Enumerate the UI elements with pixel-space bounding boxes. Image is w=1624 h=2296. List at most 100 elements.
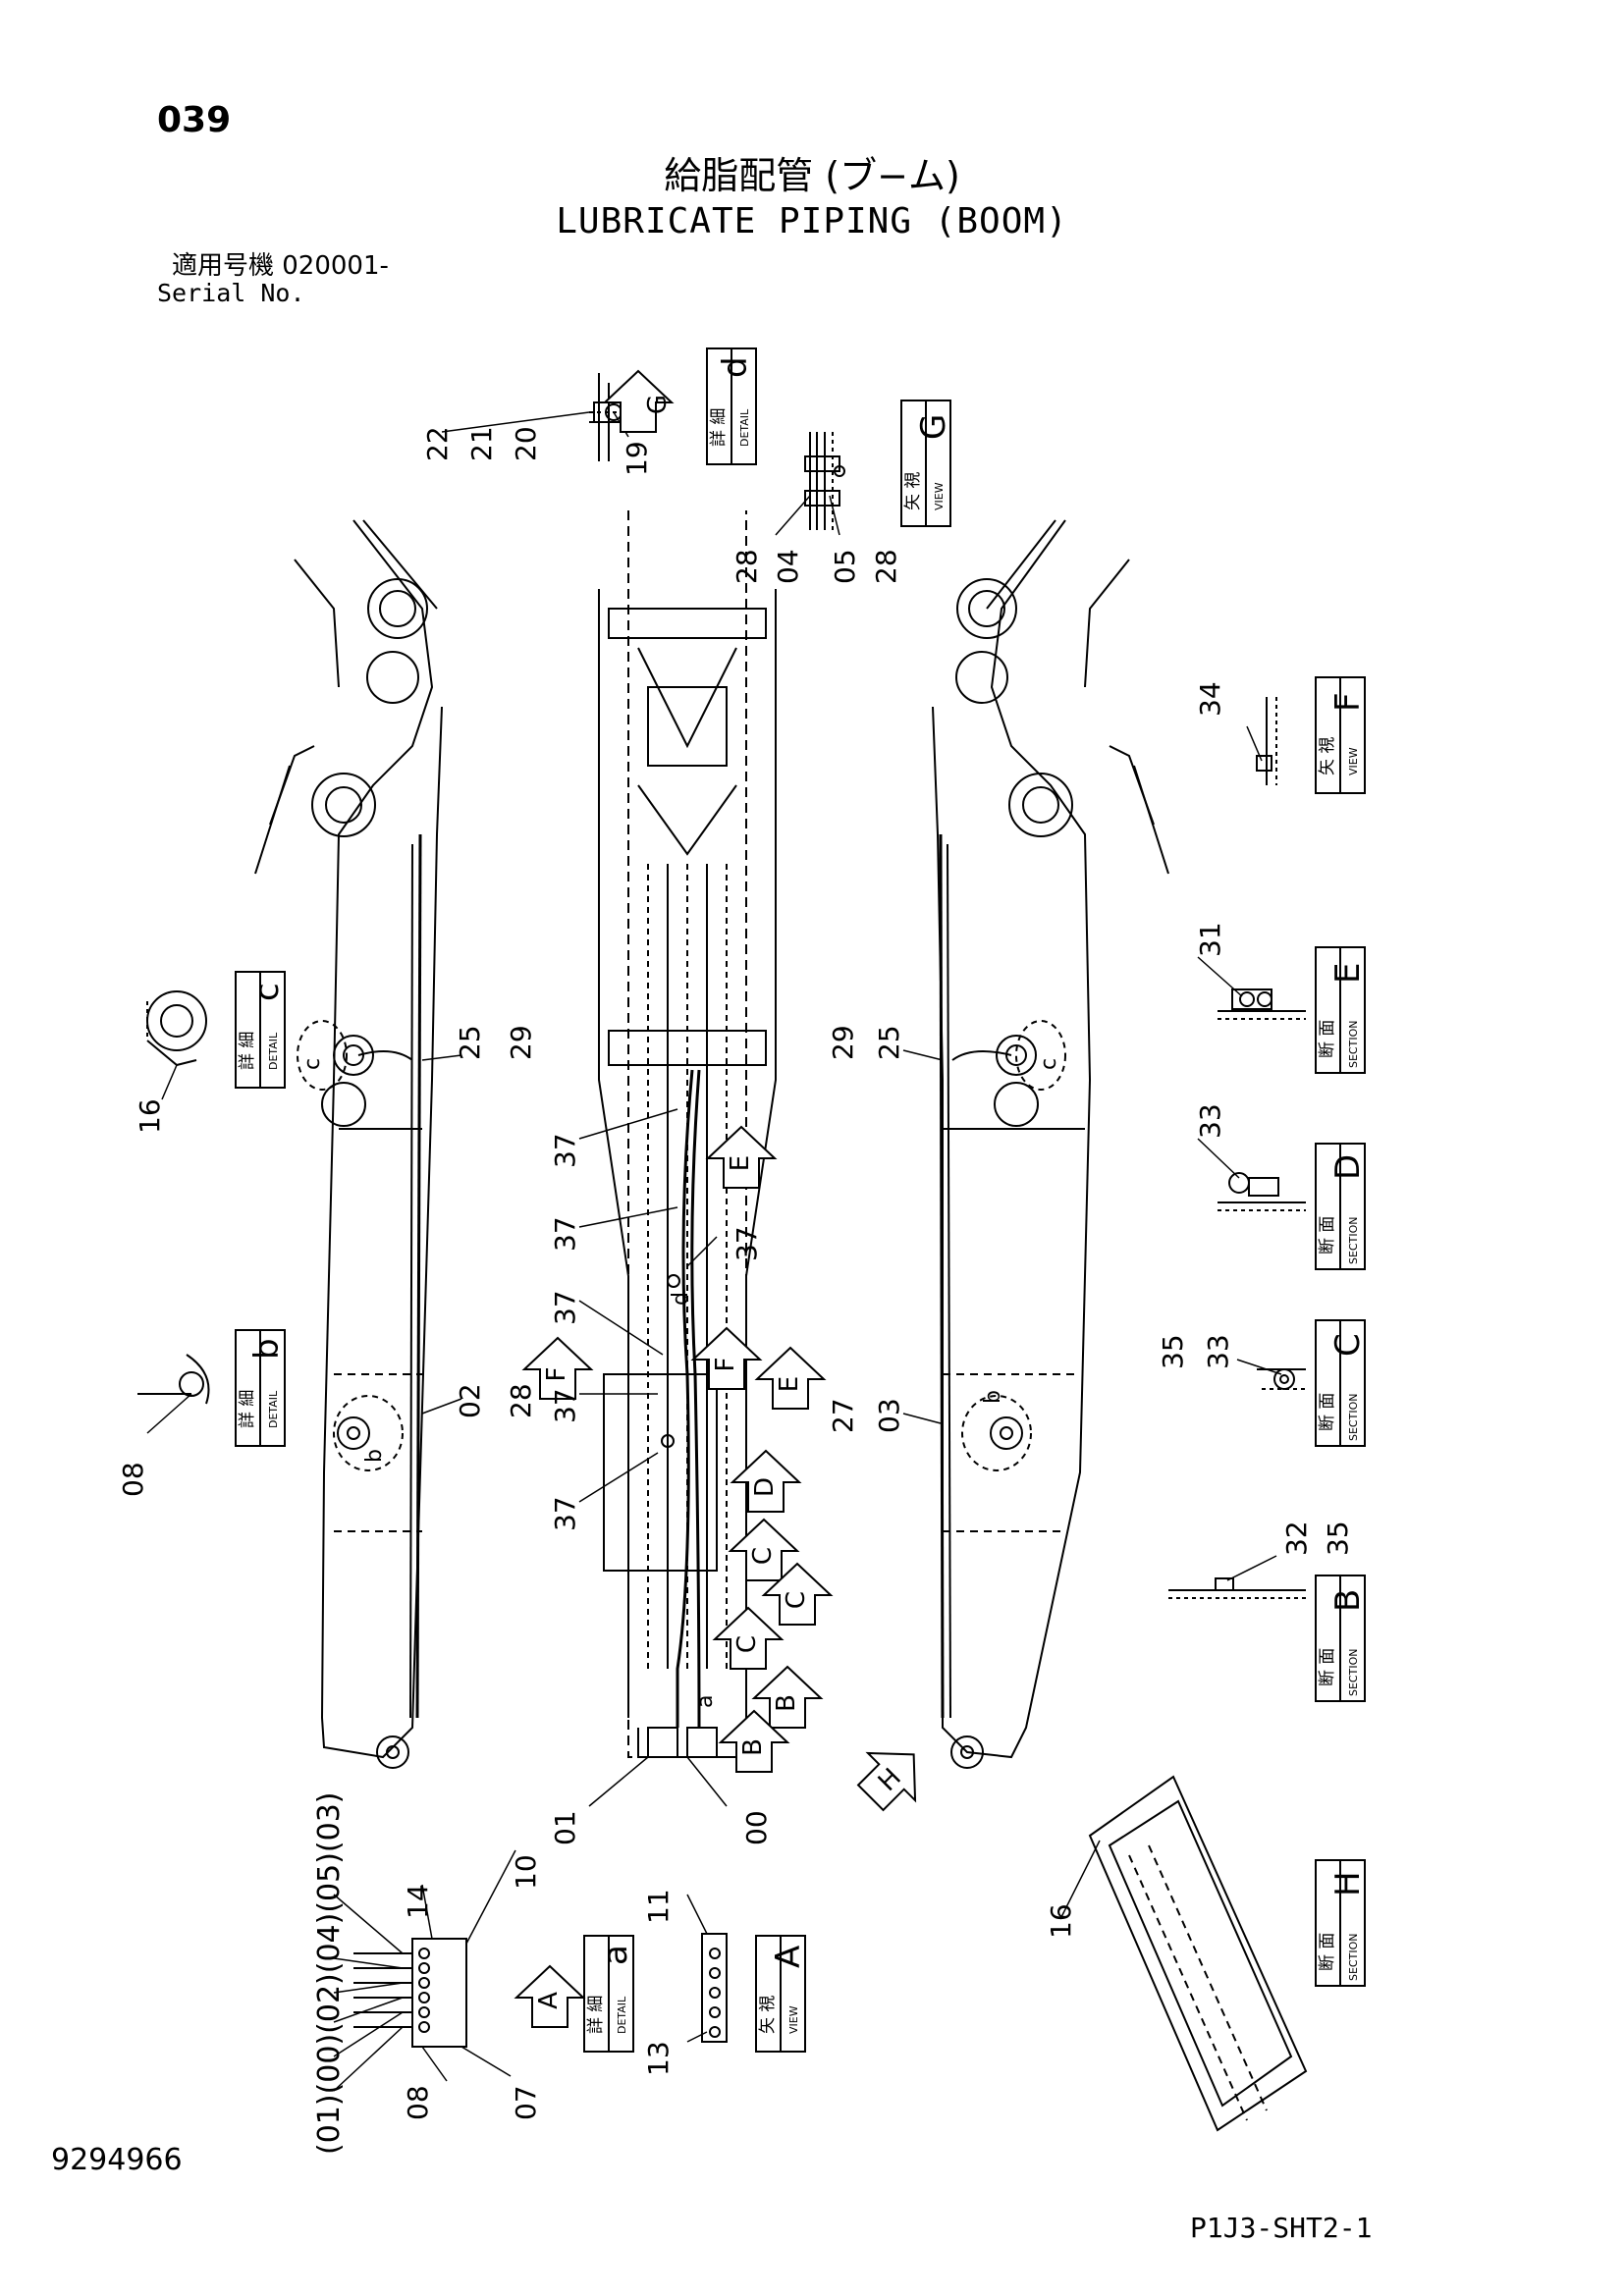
label-box-frames	[235, 347, 1366, 2053]
part-02-left: 02	[454, 1383, 486, 1418]
sheet-reference: P1J3-SHT2-1	[1190, 2212, 1373, 2244]
serial-label-english: Serial No.	[157, 279, 305, 307]
part-03-right: 03	[873, 1398, 905, 1433]
view-f-jp: 矢 視	[1318, 737, 1337, 775]
left-boom-side-view	[254, 519, 443, 1769]
callout-c-right: c	[1037, 1058, 1061, 1070]
arrow-f2-label: F	[711, 1358, 740, 1372]
right-boom-side-view	[932, 519, 1169, 1769]
arrow-b2-label: B	[738, 1738, 768, 1756]
view-a-letter: A	[769, 1946, 808, 1968]
part-08-manifold: 08	[402, 2085, 434, 2120]
detail-a-manifold	[353, 1938, 467, 2048]
part-00-bottom: 00	[740, 1810, 773, 1845]
callout-b-left: b	[362, 1449, 387, 1463]
section-h-letter: H	[1328, 1871, 1368, 1896]
part-37-a: 37	[549, 1133, 581, 1168]
view-f-letter: F	[1328, 692, 1368, 712]
center-boom-top-view	[598, 510, 777, 1758]
detail-b-jp: 詳 細	[238, 1390, 257, 1428]
part-31: 31	[1194, 922, 1226, 957]
section-h-en: SECTION	[1347, 1934, 1360, 1981]
part-32: 32	[1280, 1521, 1313, 1556]
detail-c-jp: 詳 細	[238, 1032, 257, 1070]
section-h-jp: 断 面	[1318, 1933, 1337, 1971]
section-e-jp: 断 面	[1318, 1020, 1337, 1058]
part-16-h: 16	[1045, 1903, 1077, 1939]
detail-c-letter: c	[247, 983, 287, 1001]
section-b-en: SECTION	[1347, 1649, 1360, 1696]
part-08-left: 08	[117, 1462, 149, 1497]
callout-letters: c c b b d a	[300, 1058, 1061, 1708]
view-g-jp: 矢 視	[903, 472, 923, 510]
part-14: 14	[402, 1884, 434, 1919]
section-e-letter: E	[1328, 963, 1368, 984]
label-box-texts: 詳 細 DETAIL d 矢 視 VIEW G 矢 視 VIEW F 詳 細 D…	[238, 356, 1368, 2034]
section-e-en: SECTION	[1347, 1021, 1360, 1068]
callout-a-center: a	[693, 1695, 718, 1708]
section-c-letter: C	[1328, 1333, 1368, 1357]
section-b-sketch	[1168, 1577, 1306, 1599]
view-g-en: VIEW	[933, 482, 946, 510]
part-11: 11	[642, 1889, 675, 1924]
section-c-sketch	[1257, 1368, 1306, 1390]
arrow-d1-label: D	[750, 1477, 780, 1497]
part-35-b: 35	[1322, 1521, 1354, 1556]
section-b-jp: 断 面	[1318, 1648, 1337, 1686]
section-d-sketch	[1218, 1172, 1306, 1211]
section-c-jp: 断 面	[1318, 1393, 1337, 1431]
part-27-right: 27	[827, 1398, 859, 1433]
part-25-right: 25	[873, 1025, 905, 1060]
part-22: 22	[421, 426, 454, 461]
view-a-sketch	[701, 1933, 728, 2043]
arrow-e2-label: E	[775, 1376, 804, 1392]
serial-label-japanese: 適用号機 020001-	[172, 251, 389, 281]
part-37-f: 37	[549, 1496, 581, 1531]
view-a-jp: 矢 視	[758, 1996, 778, 2034]
arrow-c2-label: C	[782, 1591, 811, 1609]
arrow-e1-label: E	[726, 1155, 755, 1171]
part-34: 34	[1194, 681, 1226, 717]
title-japanese: 給脂配管 (ブ−ム)	[664, 154, 960, 197]
detail-d-letter: d	[716, 356, 755, 378]
arrow-c3-label: C	[732, 1635, 762, 1653]
part-21: 21	[465, 426, 498, 461]
page-number: 039	[157, 100, 232, 140]
view-f-en: VIEW	[1347, 747, 1360, 775]
section-c-en: SECTION	[1347, 1394, 1360, 1441]
detail-b-sketch	[137, 1354, 210, 1405]
part-20: 20	[510, 426, 542, 461]
section-d-jp: 断 面	[1318, 1216, 1337, 1255]
arrow-a1-label: A	[534, 1992, 564, 2009]
direction-arrows: G E F F E D C C C B B H A	[515, 370, 939, 2028]
detail-c-sketch	[146, 990, 207, 1067]
section-d-en: SECTION	[1347, 1217, 1360, 1264]
detail-c-en: DETAIL	[267, 1032, 280, 1070]
part-28-top: 28	[731, 549, 763, 584]
view-g-sketch	[804, 432, 845, 530]
part-19: 19	[621, 441, 653, 476]
callout-c-left: c	[300, 1058, 325, 1070]
part-04-top: 04	[772, 549, 804, 584]
section-e-sketch	[1218, 988, 1306, 1020]
arrow-f1-label: F	[542, 1367, 571, 1382]
detail-a-en: DETAIL	[616, 1996, 628, 2034]
arrow-b1-label: B	[772, 1694, 801, 1712]
detail-d-jp: 詳 細	[709, 408, 729, 447]
part-01-bottom: 01	[549, 1810, 581, 1845]
part-10: 10	[510, 1854, 542, 1890]
part-28-left: 28	[505, 1383, 537, 1418]
detail-b-letter: b	[247, 1338, 287, 1360]
view-a-en: VIEW	[787, 2005, 800, 2034]
part-number-labels: 22 21 20 19 28 04 05 28 34 31 33 35 33 3…	[117, 426, 1354, 2155]
part-28-top-b: 28	[870, 549, 902, 584]
part-07: 07	[510, 2085, 542, 2120]
section-h-sketch	[1088, 1775, 1308, 2132]
callout-d-center: d	[669, 1292, 693, 1306]
part-37-b: 37	[549, 1216, 581, 1252]
detail-a-jp: 詳 細	[586, 1996, 606, 2034]
part-29-right: 29	[827, 1025, 859, 1060]
part-25-left: 25	[454, 1025, 486, 1060]
detail-d-en: DETAIL	[738, 408, 751, 447]
